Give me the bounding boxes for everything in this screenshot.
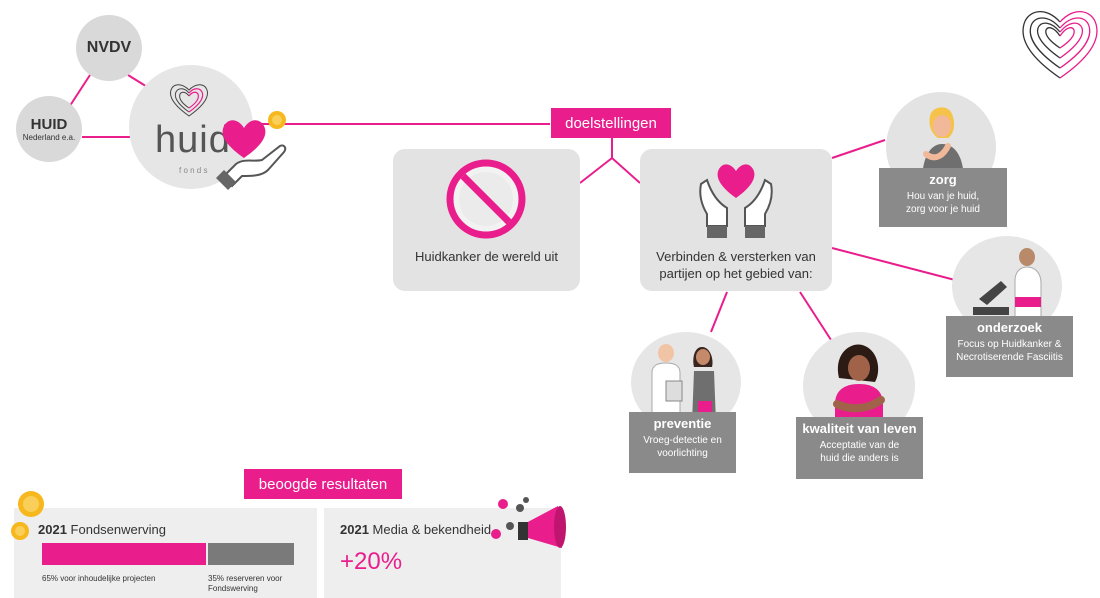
huid-nederland-label: HUID bbox=[30, 116, 68, 133]
huid-nederland-sublabel: Nederland e.a. bbox=[22, 133, 76, 142]
preventie-label: preventie Vroeg-detectie en voorlichting bbox=[629, 412, 736, 473]
coin-icon bbox=[18, 491, 44, 517]
resultaten-title: beoogde resultaten bbox=[258, 475, 388, 493]
kwaliteit-title: kwaliteit van leven bbox=[802, 421, 917, 436]
goal-card-verbinden: Verbinden & versterken van partijen op h… bbox=[640, 149, 832, 291]
media-year: 2021 bbox=[340, 522, 369, 537]
doelstellingen-header: doelstellingen bbox=[551, 108, 671, 138]
onderzoek-title: onderzoek bbox=[976, 320, 1042, 335]
huid-nederland-node: HUID Nederland e.a. bbox=[16, 96, 82, 162]
preventie-desc: Vroeg-detectie en voorlichting bbox=[643, 435, 722, 459]
fondsenwerving-label: Fondsenwerving bbox=[70, 522, 166, 537]
nvdv-label: NVDV bbox=[86, 39, 132, 56]
zorg-label: zorg Hou van je huid, zorg voor je huid bbox=[879, 168, 1007, 227]
goal1-text: Huidkanker de wereld uit bbox=[414, 249, 559, 264]
goal-card-huidkanker: Huidkanker de wereld uit bbox=[393, 149, 580, 291]
bar-reserve-caption: 35% reserveren voor Fondswerving bbox=[208, 574, 283, 593]
bar-projects-caption: 65% voor inhoudelijke projecten bbox=[42, 574, 156, 583]
resultaten-header: beoogde resultaten bbox=[244, 469, 402, 499]
preventie-title: preventie bbox=[653, 416, 712, 431]
kwaliteit-label: kwaliteit van leven Acceptatie van de hu… bbox=[796, 417, 923, 479]
onderzoek-label: onderzoek Focus op Huidkanker & Necrotis… bbox=[946, 316, 1073, 377]
media-heading: 2021 Media & bekendheid bbox=[340, 522, 491, 537]
logo-word: huid bbox=[155, 119, 231, 161]
fingerprint-heart-icon bbox=[170, 84, 208, 117]
fondsenwerving-panel: 2021 Fondsenwerving 65% voor inhoudelijk… bbox=[14, 508, 317, 598]
media-value: +20% bbox=[340, 548, 403, 575]
heart-hands-icon bbox=[699, 164, 773, 238]
media-label: Media & bekendheid bbox=[372, 522, 492, 537]
heart-hand-icon bbox=[216, 111, 287, 190]
zorg-desc: Hou van je huid, zorg voor je huid bbox=[906, 191, 980, 215]
bar-projects bbox=[42, 543, 206, 565]
nvdv-node: NVDV bbox=[76, 15, 142, 81]
fondsenwerving-heading: 2021 Fondsenwerving bbox=[38, 522, 166, 537]
onderzoek-desc: Focus op Huidkanker & Necrotiserende Fas… bbox=[956, 339, 1063, 363]
megaphone-icon bbox=[491, 497, 566, 548]
coin-icon bbox=[11, 522, 29, 540]
researcher-microscope-icon bbox=[973, 248, 1042, 328]
doelstellingen-title: doelstellingen bbox=[565, 114, 657, 132]
zorg-title: zorg bbox=[929, 172, 957, 187]
no-sign-icon bbox=[446, 159, 526, 239]
goal2-text: Verbinden & versterken van partijen op h… bbox=[656, 249, 816, 281]
kwaliteit-desc: Acceptatie van de huid die anders is bbox=[819, 440, 900, 464]
fondsenwerving-year: 2021 bbox=[38, 522, 67, 537]
fingerprint-heart-icon bbox=[1022, 11, 1098, 79]
doctor-patient-icon bbox=[651, 344, 716, 424]
bar-reserve bbox=[208, 543, 294, 565]
logo-subword: f o n d s bbox=[179, 166, 208, 175]
